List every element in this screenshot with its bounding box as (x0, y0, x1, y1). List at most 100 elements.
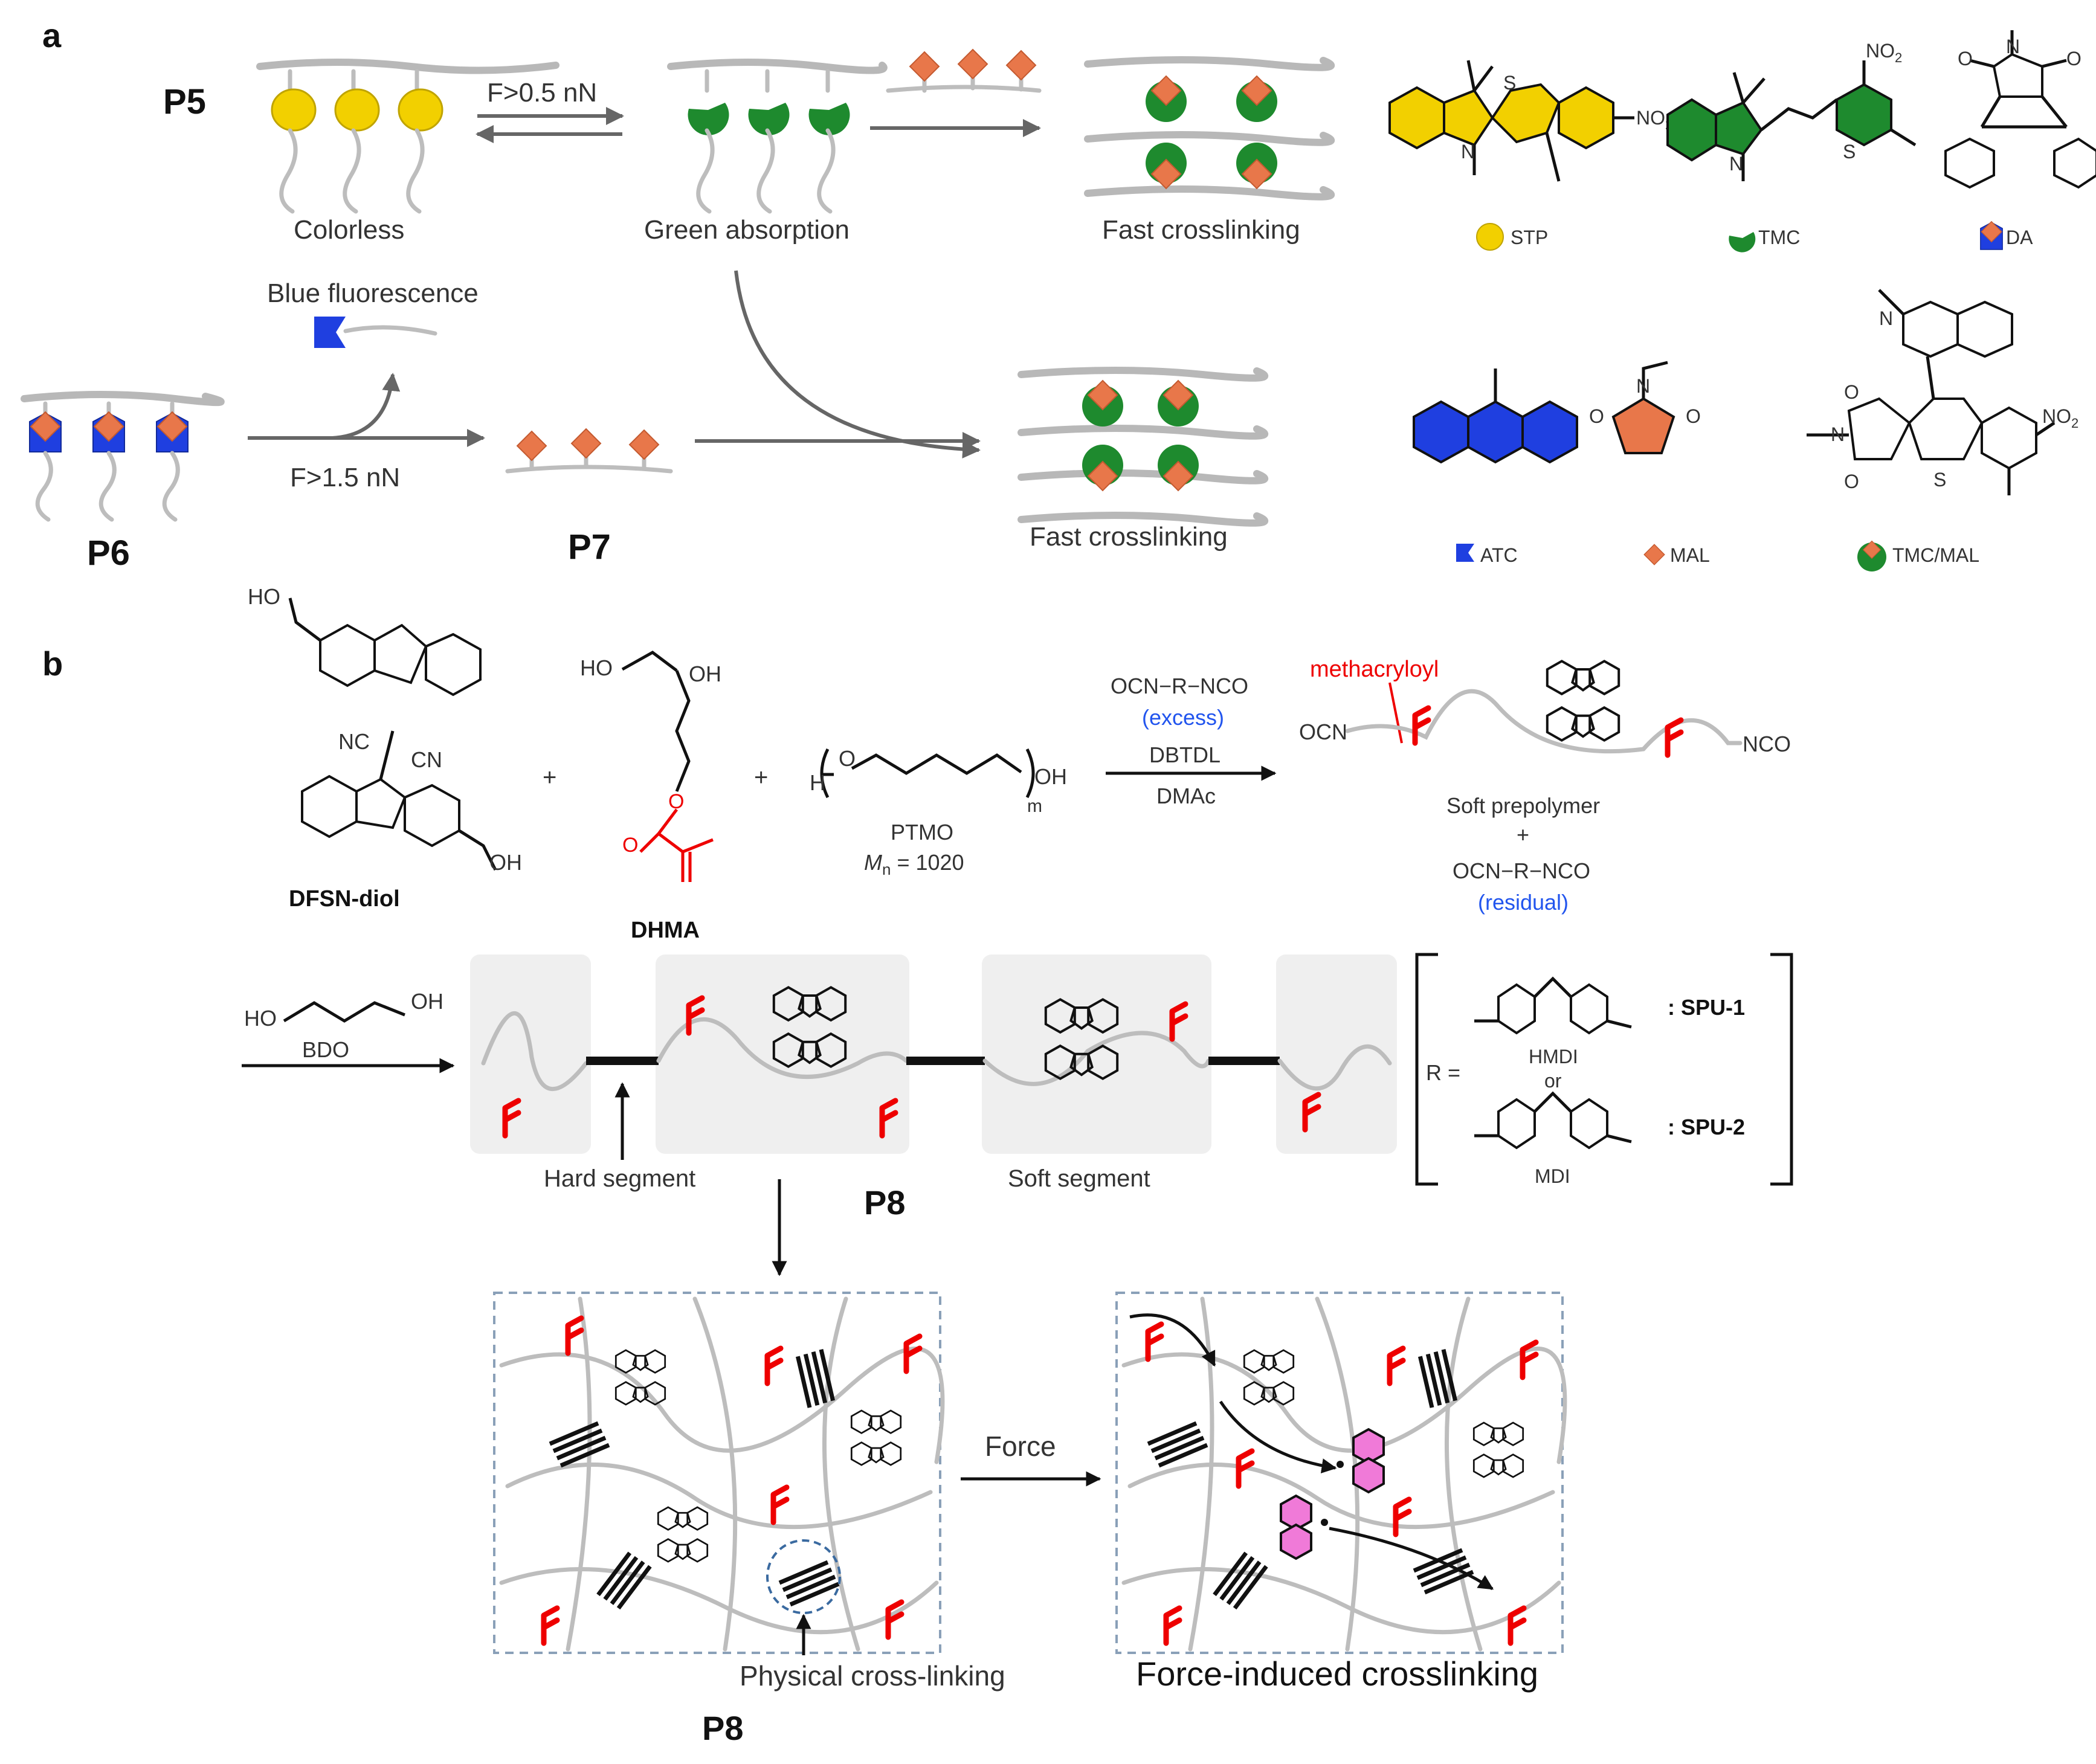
p8-label-2: P8 (702, 1709, 744, 1747)
green-absorption-label: Green absorption (644, 215, 850, 245)
tmc-mal-struct-no2: NO2 (2042, 405, 2078, 431)
fast-crosslinking-label-top: Fast crosslinking (1102, 215, 1300, 245)
spu-polymer-row (470, 954, 1397, 1154)
dhma-label: DHMA (631, 918, 700, 943)
tmc-bead (808, 103, 850, 135)
reagent-1: OCN−R−NCO (1111, 674, 1248, 698)
soft-prepolymer-drawing (1345, 661, 1743, 755)
ptmo-h: H (810, 770, 825, 795)
force-p6-label: F>1.5 nN (290, 463, 400, 492)
p5-label: P5 (163, 82, 206, 121)
ptmo-structure (820, 748, 1035, 799)
atc-structure (1413, 369, 1578, 464)
da-struct-o-left: O (1958, 48, 1973, 69)
plus-3: + (1517, 822, 1529, 847)
stp-structure (1388, 60, 1634, 182)
p8-label-1: P8 (864, 1183, 906, 1222)
tmc-mal-struct-o-bottom: O (1844, 471, 1859, 492)
stp-bead (398, 88, 443, 132)
tmc-bead (688, 103, 729, 135)
blue-fluorescence-label: Blue fluorescence (267, 278, 479, 308)
plus-1: + (543, 764, 556, 791)
methacryloyl-pointer (1388, 682, 1403, 744)
fast-crosslinking-label-bottom: Fast crosslinking (1030, 522, 1228, 552)
mal-struct-n: N (1636, 375, 1650, 397)
tmc-struct-no2: NO2 (1866, 40, 1902, 65)
ptmo-oh: OH (1034, 764, 1067, 789)
dfsn-nc: NC (338, 729, 370, 754)
atc-legend-icon (1456, 544, 1474, 562)
tmc-legend-label: TMC (1758, 227, 1800, 248)
hard-segment-label: Hard segment (544, 1165, 695, 1192)
bdo-oh: OH (411, 989, 443, 1014)
mal-structure (1611, 361, 1675, 454)
dfsn-diol-structure (288, 597, 497, 871)
reagent-dmac: DMAc (1156, 784, 1216, 808)
mal-struct-o-right: O (1686, 405, 1701, 427)
dfsn-diol-label: DFSN-diol (289, 886, 400, 912)
dfsn-ho: HO (248, 584, 280, 609)
dhma-oh: OH (689, 662, 721, 686)
physical-network-box (493, 1292, 945, 1654)
dhma-o-carbonyl: O (622, 834, 638, 857)
equilibrium-arrows (476, 107, 624, 143)
tmc-legend-icon (1729, 232, 1756, 253)
force-induced-network-box (1115, 1292, 1567, 1654)
dfsn-cn: CN (411, 747, 442, 772)
tmc-struct-s: S (1843, 141, 1856, 163)
prepolymer-nco: NCO (1743, 732, 1791, 756)
or-label: or (1544, 1070, 1562, 1092)
colorless-label: Colorless (294, 215, 404, 245)
methacryloyl-label: methacryloyl (1310, 657, 1439, 682)
p5-green-polymer (667, 59, 888, 214)
p7-label: P7 (568, 527, 611, 567)
reagent-excess: (excess) (1142, 705, 1224, 730)
da-struct-n: N (2006, 36, 2020, 57)
stp-legend-icon (1476, 223, 1504, 251)
physical-crosslinking-label: Physical cross-linking (740, 1660, 1005, 1692)
panel-b-label: b (42, 645, 63, 683)
prepolymer-ocn: OCN (1299, 719, 1347, 744)
force-induced-label: Force-induced crosslinking (1136, 1655, 1538, 1693)
p5-colorless-polymer (256, 59, 559, 214)
ptmo-m: m (1027, 796, 1042, 816)
crosslinked-network-top (1084, 56, 1335, 201)
dhma-structure (621, 651, 714, 882)
r-group-bracket (1415, 953, 1793, 1186)
da-struct-o-right: O (2066, 48, 2081, 69)
stp-bead (271, 88, 317, 132)
plus-2: + (754, 764, 768, 791)
spu1-label: : SPU-1 (1668, 995, 1745, 1020)
tmc-bead (748, 103, 790, 135)
radical-pink-1 (1352, 1428, 1385, 1494)
dfsn-oh: OH (489, 850, 522, 875)
p6-label: P6 (87, 533, 130, 573)
mal-polymer-top (886, 49, 1042, 93)
bdo-ho: HO (244, 1006, 277, 1031)
r-equals: R = (1426, 1060, 1460, 1085)
tmc-structure (1666, 60, 1917, 181)
stp-bead (334, 88, 380, 132)
tmc-mal-legend-label: TMC/MAL (1892, 544, 1979, 566)
da-legend-icon (1980, 221, 2003, 250)
dhma-o: O (668, 790, 684, 813)
reagent-2: OCN−R−NCO (1453, 858, 1590, 883)
radical-pink-2 (1280, 1494, 1312, 1560)
ptmo-label: PTMO (891, 820, 953, 845)
da-structure (1944, 30, 2096, 189)
tmc-mal-struct-s: S (1933, 469, 1946, 491)
tmc-struct-n: N (1729, 153, 1743, 175)
hmdi-label: HMDI (1529, 1046, 1578, 1067)
panel-a-label: a (42, 16, 62, 54)
tmc-mal-struct-n-left: N (1831, 423, 1845, 445)
mdi-label: MDI (1535, 1165, 1570, 1187)
mal-struct-o-left: O (1589, 405, 1604, 427)
tmc-mal-structure (1807, 289, 2056, 495)
force-label: Force (985, 1431, 1056, 1462)
bdo-label: BDO (302, 1037, 349, 1062)
fragment-release-arrow (332, 373, 401, 440)
ptmo-mn: Mn = 1020 (864, 850, 964, 878)
soft-prepolymer-label: Soft prepolymer (1446, 793, 1600, 818)
reagent-dbtdl: DBTDL (1149, 742, 1221, 767)
